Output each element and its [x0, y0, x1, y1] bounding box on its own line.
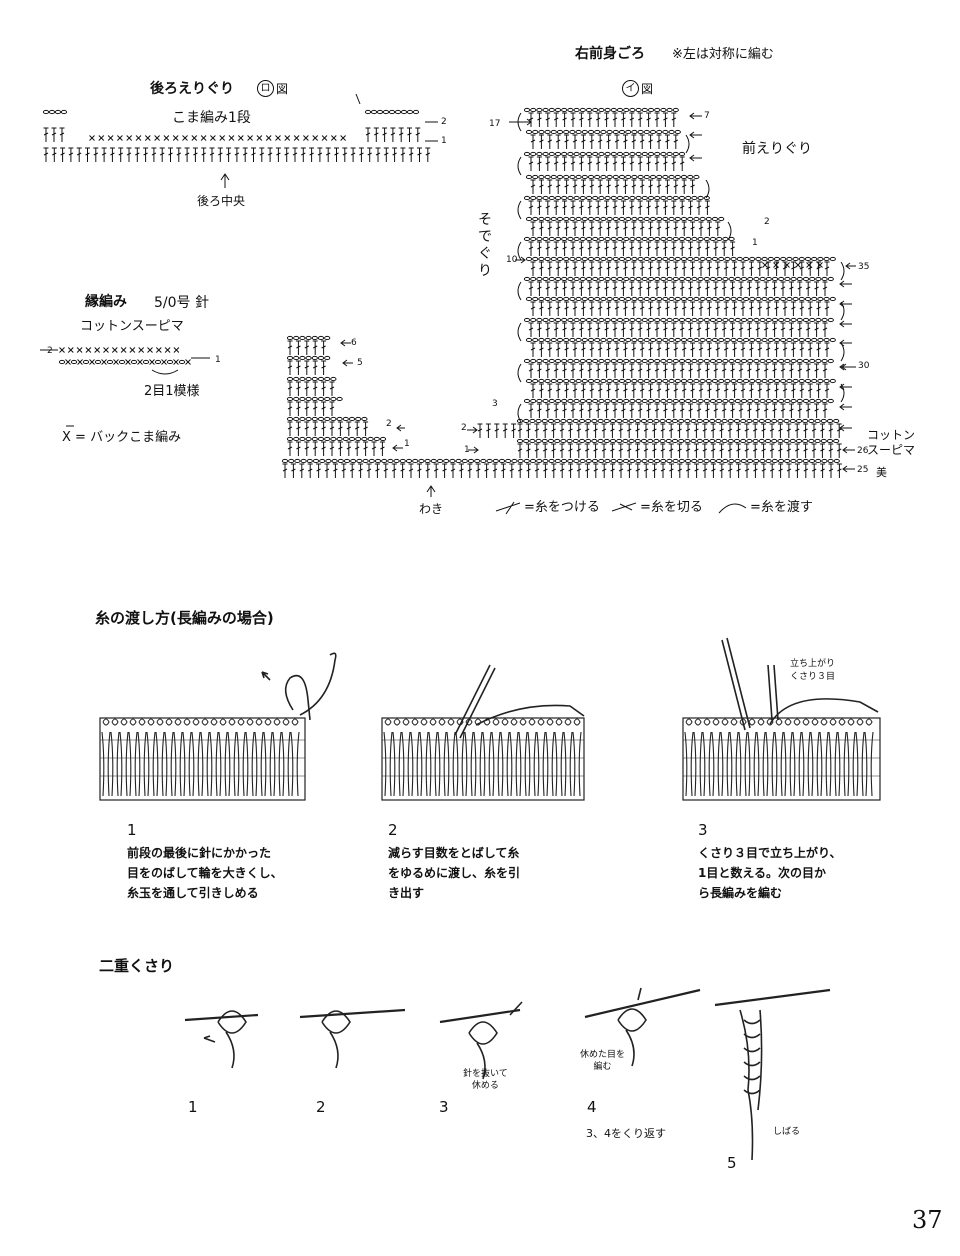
pass-yarn-title: 糸の渡し方(長編みの場合) — [95, 609, 274, 627]
back-chart-badge: ロ — [257, 80, 274, 97]
dc-tie-callout: しばる — [773, 1127, 801, 1137]
pass-step-2-text: 減らす目数をとばして糸をゆるめに渡し、糸を引き出す — [388, 846, 521, 900]
front-chart-badge: イ — [622, 80, 639, 97]
row-30: 30 — [858, 361, 870, 371]
row-2-side: 2 — [386, 419, 392, 429]
back-row-2: 2 — [441, 117, 447, 127]
edging-yarn: コットンスーピマ — [80, 319, 184, 334]
page-number: 37 — [912, 1206, 943, 1234]
edging-needle: 5/0号 針 — [154, 295, 209, 311]
dc-step-2-num: 2 — [316, 1098, 326, 1116]
dc-step-4-callout: 休めた目を編む — [580, 1050, 626, 1072]
row-3: 3 — [492, 399, 498, 409]
back-center-label: 後ろ中央 — [197, 194, 246, 208]
pass-step-2-num: 2 — [388, 821, 398, 839]
row-2-base: 2 — [461, 423, 467, 433]
row-7: 7 — [704, 111, 710, 121]
dc-step-5-num: 5 — [727, 1154, 737, 1172]
yarn-label: コットン スーピマ — [867, 428, 916, 457]
edging-row-2: 2 — [47, 346, 53, 356]
yarn-color-label: 美 — [876, 466, 887, 479]
pass-step-3-text: くさり３目で立ち上がり、1目と数える。次の目から長編みを編む — [698, 846, 842, 900]
dc-step-1-num: 1 — [188, 1098, 198, 1116]
front-neck-label: 前えりぐり — [742, 141, 812, 157]
row-25: 25 — [857, 465, 869, 475]
back-neck-title: 後ろえりぐり — [150, 81, 234, 97]
right-front-title: 右前身ごろ — [575, 46, 645, 62]
pass-step-1-num: 1 — [127, 821, 137, 839]
dc-step-4-num: 4 — [587, 1098, 597, 1116]
row-1-side: 1 — [404, 439, 410, 449]
row-17: 17 — [489, 119, 501, 129]
pass-step-3-num: 3 — [698, 821, 708, 839]
row-6: 6 — [351, 338, 357, 348]
single-crochet-note: こま編み1段 — [172, 110, 251, 126]
row-10: 10 — [506, 255, 518, 265]
row-26: 26 — [857, 446, 869, 456]
row-2-neck: 2 — [764, 217, 770, 227]
row-1-neck: 1 — [752, 238, 758, 248]
mirror-note: ※左は対称に編む — [672, 47, 774, 62]
legend-cut: =糸を切る — [640, 500, 703, 515]
front-chart-badge-suffix: 図 — [641, 82, 654, 96]
turning-chain-callout: 立ち上がりくさり３目 — [790, 659, 836, 682]
edging-title: 縁編み — [85, 294, 127, 310]
armhole-label: そでぐり — [478, 212, 492, 279]
row-5: 5 — [357, 358, 363, 368]
side-label: わき — [419, 502, 444, 516]
dc-step-3-num: 3 — [439, 1098, 449, 1116]
double-chain-title: 二重くさり — [99, 957, 175, 975]
edging-repeat: 2目1模様 — [144, 384, 200, 399]
back-sc-legend: X = バックこま編み — [62, 430, 182, 445]
back-chart-badge-suffix: 図 — [276, 82, 289, 96]
pass-step-1-text: 前段の最後に針にかかった目をのばして輪を大きくし、糸玉を通して引きしめる — [127, 846, 283, 900]
legend-attach: =糸をつける — [524, 500, 600, 515]
legend-pass: =糸を渡す — [750, 500, 813, 515]
dc-repeat-caption: 3、4をくり返す — [586, 1127, 666, 1140]
row-1-base: 1 — [464, 445, 470, 455]
back-row-1: 1 — [441, 136, 447, 146]
dc-step-3-callout: 針を抜いて休める — [463, 1069, 508, 1091]
edging-row-1: 1 — [215, 355, 221, 365]
row-35: 35 — [858, 262, 870, 272]
